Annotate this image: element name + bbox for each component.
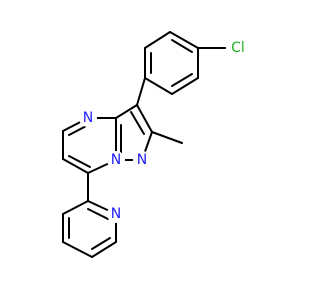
bond xyxy=(171,73,193,87)
atom-n1: N xyxy=(107,151,125,169)
bond xyxy=(169,31,199,49)
atom-label-n-pyridine: N xyxy=(111,206,121,222)
pyrimidine-ring xyxy=(62,104,138,174)
pyridine-ring xyxy=(62,200,117,258)
pyrazole-ring xyxy=(115,104,183,161)
atom-label-n4: N xyxy=(83,110,93,126)
atom-label-n-pyrazole: N xyxy=(137,152,147,168)
bond xyxy=(115,104,138,119)
structure-canvas: N N N N Cl xyxy=(62,31,250,258)
molecule-diagram: N N N N Cl xyxy=(62,31,250,258)
bond xyxy=(136,77,146,106)
bond xyxy=(171,39,193,53)
bond xyxy=(87,208,109,220)
atom-cl: Cl xyxy=(226,38,250,58)
atom-label-cl: Cl xyxy=(231,40,245,56)
atom-n-pyrazole: N xyxy=(133,151,151,169)
bond xyxy=(91,237,111,250)
bond xyxy=(91,241,117,258)
bond xyxy=(136,104,153,133)
atom-label-n1: N xyxy=(111,152,121,168)
atom-n-pyridine: N xyxy=(107,205,125,223)
bond xyxy=(171,77,199,95)
bond xyxy=(144,31,171,49)
chlorophenyl-ring xyxy=(144,31,227,95)
bond xyxy=(151,131,183,144)
bond xyxy=(144,77,173,95)
bond xyxy=(68,155,91,168)
atom-n4: N xyxy=(79,109,97,127)
bond xyxy=(62,158,89,174)
bond xyxy=(62,200,89,215)
bond xyxy=(62,241,93,258)
bond xyxy=(130,111,145,135)
